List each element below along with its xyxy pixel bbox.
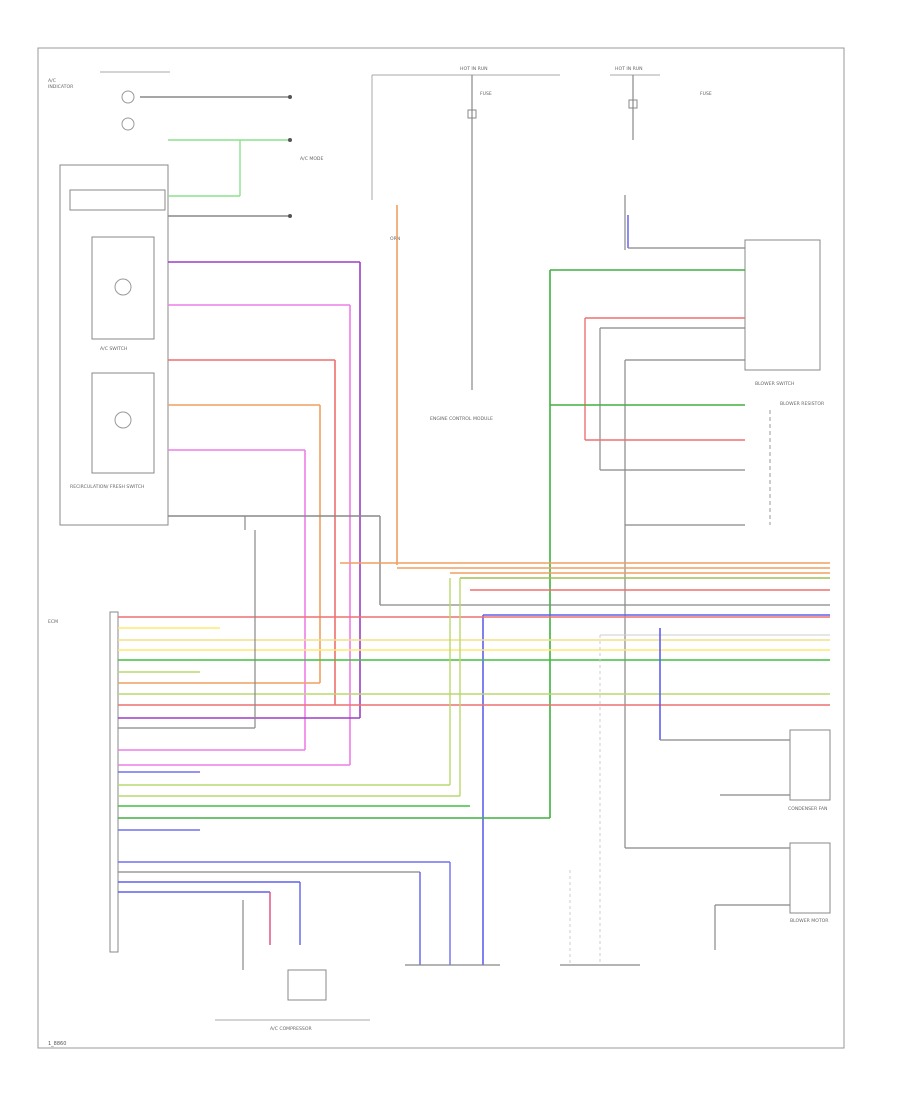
condenser-fan-box [789, 729, 831, 801]
ac-pressure-switch-box [287, 969, 327, 1001]
orn-label: ORN [390, 236, 400, 242]
lamp-icon [121, 90, 135, 104]
svg-text:A/C MODE: A/C MODE [300, 156, 323, 162]
hot-run-right-label: HOT IN RUN [615, 66, 643, 72]
svg-text:A/C: A/C [48, 78, 56, 84]
ac-compressor-label: A/C COMPRESSOR [270, 1026, 312, 1032]
power-left: HOT IN RUN FUSE ORN ENGINE CONTROL MODUL… [371, 66, 560, 422]
hot-run-left-label: HOT IN RUN [460, 66, 488, 72]
blower-switch-label: BLOWER SWITCH [755, 381, 794, 387]
climate-control-box [59, 164, 169, 526]
ac-switch-label: A/C SWITCH [100, 346, 127, 352]
ecm-connector [109, 611, 119, 953]
blower-motor-label: BLOWER MOTOR [790, 918, 829, 924]
condenser-fan-label: CONDENSER FAN [788, 806, 827, 812]
recirc-switch-label: RECIRCULATION/ FRESH SWITCH [70, 484, 144, 490]
ac-switch-box [91, 236, 155, 340]
svg-text:INDICATOR: INDICATOR [48, 84, 74, 90]
power-right: HOT IN RUN FUSE [610, 66, 745, 250]
blower-motor-box [789, 842, 831, 914]
fuse-left-label: FUSE [480, 91, 492, 97]
fuse-right-label: FUSE [700, 91, 712, 97]
recirc-switch-box [91, 372, 155, 474]
ecm-label: ENGINE CONTROL MODULE [430, 416, 493, 422]
blower-resistor-label: BLOWER RESISTOR [780, 401, 825, 407]
footer-code: 1_8860 [48, 1041, 66, 1047]
svg-text:ECM: ECM [48, 619, 58, 625]
diagram-frame [37, 47, 845, 1049]
blower-switch-box [744, 239, 821, 371]
led-icon [121, 117, 135, 131]
